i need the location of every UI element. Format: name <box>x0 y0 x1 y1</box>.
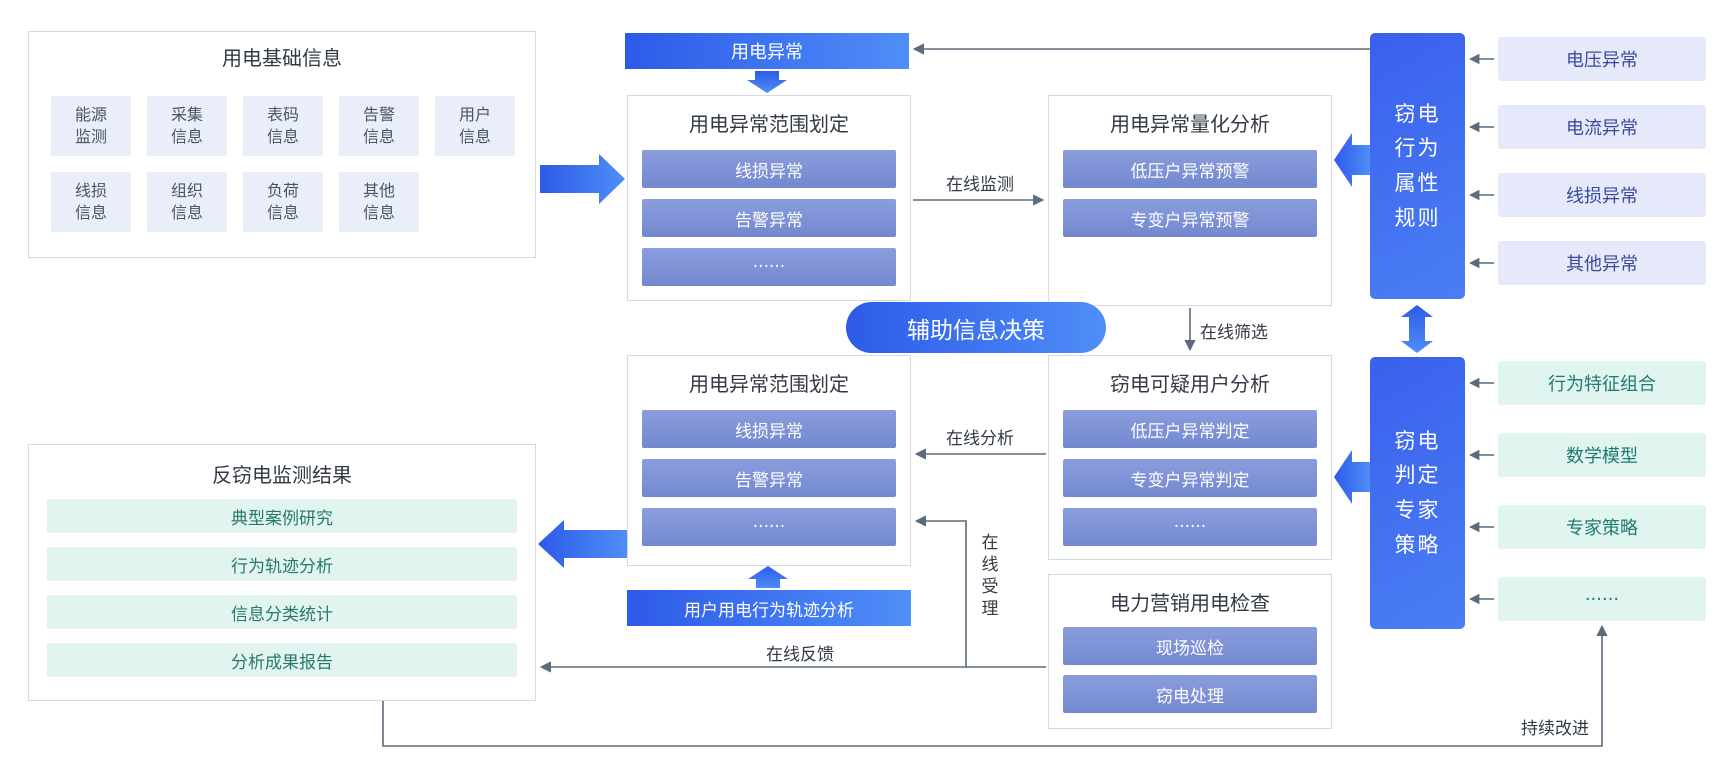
inspection-rows: 现场巡检 窃电处理 <box>1063 627 1317 713</box>
flow-row: 告警异常 <box>642 459 896 497</box>
basic-info-item: 告警 信息 <box>339 96 419 156</box>
arrow-trajectory-to-scope2 <box>748 566 788 588</box>
line-online-acceptance <box>914 515 967 667</box>
quant-rows: 低压户异常预警 专变户异常预警 <box>1063 150 1317 237</box>
rules-panel: 窃电 行为 属性 规则 <box>1370 33 1465 299</box>
basic-info-item: 能源 监测 <box>51 96 131 156</box>
flow-row: 低压户异常预警 <box>1063 150 1317 188</box>
basic-info-item: 线损 信息 <box>51 172 131 232</box>
strategy-item-list: 行为特征组合 数学模型 专家策略 ······ <box>1498 361 1706 621</box>
suspect-rows: 低压户异常判定 专变户异常判定 ······ <box>1063 410 1317 546</box>
basic-info-row-2: 线损 信息 组织 信息 负荷 信息 其他 信息 <box>51 172 419 232</box>
quant-box: 用电异常量化分析 低压户异常预警 专变户异常预警 <box>1048 95 1332 306</box>
result-row: 典型案例研究 <box>47 499 517 533</box>
flow-row: 现场巡检 <box>1063 627 1317 665</box>
anomaly-banner: 用电异常 <box>625 33 909 69</box>
strategy-item: 专家策略 <box>1498 505 1706 549</box>
online-feedback-label: 在线反馈 <box>766 645 834 665</box>
flow-row: 低压户异常判定 <box>1063 410 1317 448</box>
rules-item: 电流异常 <box>1498 105 1706 149</box>
flow-row: ······ <box>642 508 896 546</box>
suspect-box: 窃电可疑用户分析 低压户异常判定 专变户异常判定 ······ <box>1048 355 1332 560</box>
flow-row: 专变户异常判定 <box>1063 459 1317 497</box>
basic-info-item: 采集 信息 <box>147 96 227 156</box>
strategy-item: ······ <box>1498 577 1706 621</box>
basic-info-item: 组织 信息 <box>147 172 227 232</box>
online-screening-label: 在线筛选 <box>1200 323 1268 343</box>
scope2-title: 用电异常范围划定 <box>689 372 849 396</box>
results-rows: 典型案例研究 行为轨迹分析 信息分类统计 分析成果报告 <box>47 499 517 677</box>
quant-title: 用电异常量化分析 <box>1110 112 1270 136</box>
basic-info-item: 其他 信息 <box>339 172 419 232</box>
result-row: 行为轨迹分析 <box>47 547 517 581</box>
flow-row: 窃电处理 <box>1063 675 1317 713</box>
rules-item: 线损异常 <box>1498 173 1706 217</box>
continuous-improvement-label: 持续改进 <box>1521 719 1589 739</box>
rules-item: 其他异常 <box>1498 241 1706 285</box>
arrow-rules-strategy-bidirectional <box>1401 305 1433 353</box>
arrow-rules-to-quant <box>1334 133 1370 187</box>
flow-row: 告警异常 <box>642 199 896 237</box>
flow-row: 专变户异常预警 <box>1063 199 1317 237</box>
basic-info-box: 用电基础信息 能源 监测 采集 信息 表码 信息 告警 信息 用户 信息 线损 … <box>28 31 536 258</box>
scope1-title: 用电异常范围划定 <box>689 112 849 136</box>
flow-row: 线损异常 <box>642 150 896 188</box>
result-row: 信息分类统计 <box>47 595 517 629</box>
arrow-banner-to-scope1 <box>747 71 787 93</box>
inspection-box: 电力营销用电检查 现场巡检 窃电处理 <box>1048 574 1332 729</box>
decision-pill: 辅助信息决策 <box>846 302 1106 353</box>
trajectory-banner: 用户用电行为轨迹分析 <box>627 590 911 626</box>
arrow-scope2-to-results <box>538 520 627 568</box>
arrow-strategy-to-suspect <box>1334 450 1370 504</box>
basic-info-title: 用电基础信息 <box>222 46 342 70</box>
online-monitoring-label: 在线监测 <box>946 175 1014 195</box>
arrow-basic-to-scope1 <box>540 154 625 204</box>
flow-row: 线损异常 <box>642 410 896 448</box>
basic-info-row-1: 能源 监测 采集 信息 表码 信息 告警 信息 用户 信息 <box>51 96 515 156</box>
online-analysis-label: 在线分析 <box>946 429 1014 449</box>
basic-info-item: 用户 信息 <box>435 96 515 156</box>
basic-info-item: 表码 信息 <box>243 96 323 156</box>
inspection-title: 电力营销用电检查 <box>1110 591 1270 615</box>
rules-item: 电压异常 <box>1498 37 1706 81</box>
strategy-item: 数学模型 <box>1498 433 1706 477</box>
line-continuous-improvement <box>382 624 1608 747</box>
online-acceptance-label: 在 线 受 理 <box>981 533 999 620</box>
basic-info-item: 负荷 信息 <box>243 172 323 232</box>
flow-row: ······ <box>642 248 896 286</box>
results-title: 反窃电监测结果 <box>212 463 352 487</box>
strategy-panel: 窃电 判定 专家 策略 <box>1370 357 1465 629</box>
results-box: 反窃电监测结果 典型案例研究 行为轨迹分析 信息分类统计 分析成果报告 <box>28 444 536 701</box>
scope2-box: 用电异常范围划定 线损异常 告警异常 ······ <box>627 355 911 566</box>
strategy-item: 行为特征组合 <box>1498 361 1706 405</box>
scope1-rows: 线损异常 告警异常 ······ <box>642 150 896 286</box>
result-row: 分析成果报告 <box>47 643 517 677</box>
scope1-box: 用电异常范围划定 线损异常 告警异常 ······ <box>627 95 911 301</box>
flow-row: ······ <box>1063 508 1317 546</box>
rules-item-list: 电压异常 电流异常 线损异常 其他异常 <box>1498 37 1706 285</box>
scope2-rows: 线损异常 告警异常 ······ <box>642 410 896 546</box>
suspect-title: 窃电可疑用户分析 <box>1110 372 1270 396</box>
